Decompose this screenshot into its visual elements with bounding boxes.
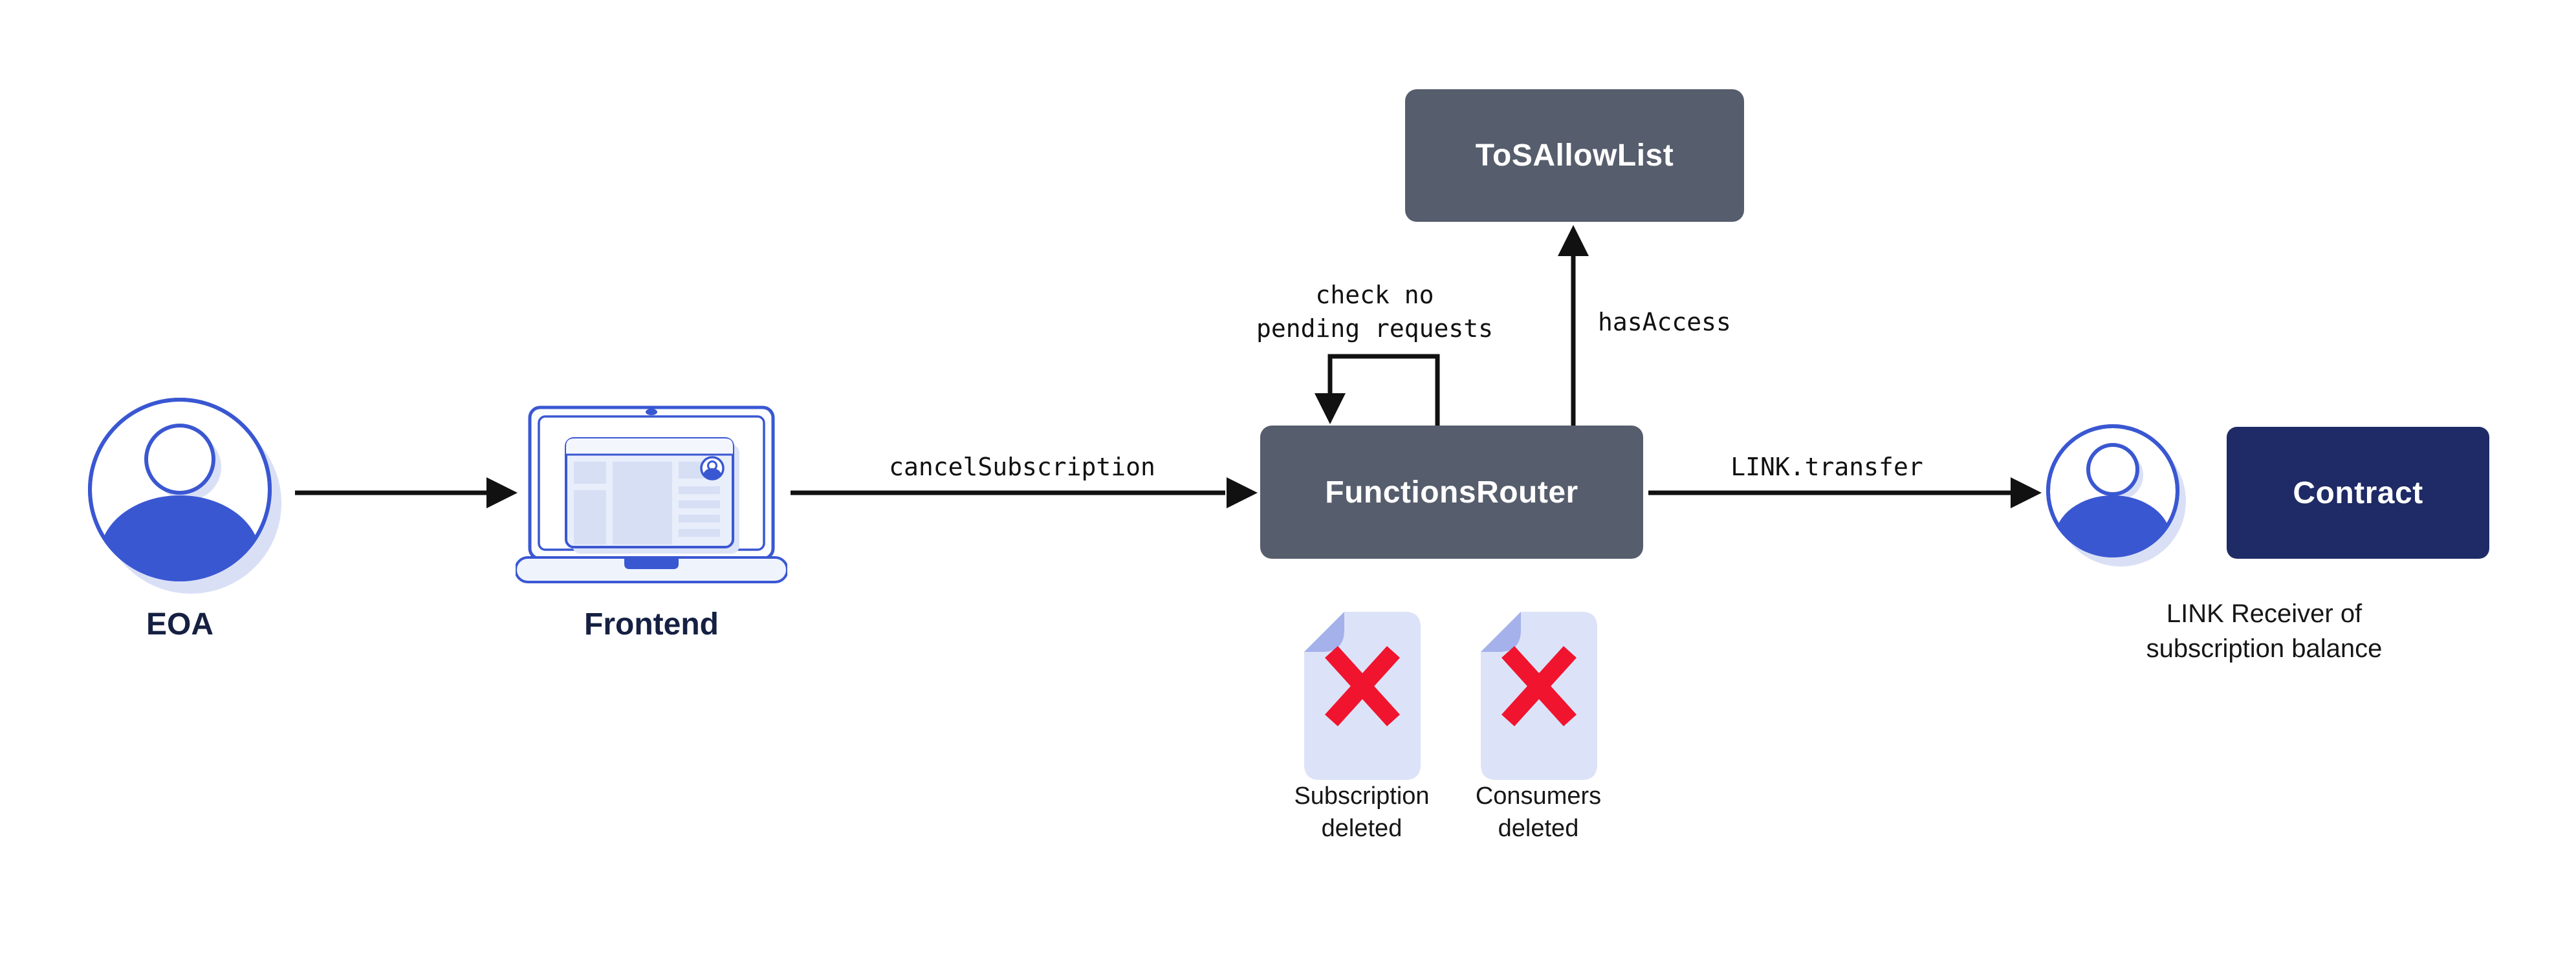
browser-content-blocks [574, 462, 720, 545]
arrowhead-router-to-tos [1558, 225, 1589, 256]
edge-label-self-loop: check no pending requests [1213, 278, 1536, 345]
consumers-deleted-line1: Consumers [1475, 783, 1602, 810]
contract-node: Contract [2227, 427, 2489, 559]
person-icon [2046, 424, 2186, 567]
tos-allow-list-label: ToSAllowList [1475, 138, 1674, 173]
edge-label-link-transfer: LINK.transfer [1730, 453, 1923, 481]
document-fold [1304, 612, 1344, 652]
arrowhead-router-to-receiver [2011, 477, 2042, 508]
eoa-label: EOA [146, 607, 213, 642]
arrowhead-router-self-loop [1315, 393, 1346, 424]
subscription-deleted-line2: deleted [1321, 815, 1403, 842]
subscription-deleted-line1: Subscription [1294, 783, 1430, 810]
person-head [144, 424, 215, 495]
browser-topbar [566, 438, 733, 454]
arrow-router-self-loop [1327, 354, 1440, 426]
person-shoulders [2055, 495, 2171, 556]
red-x-icon [1324, 645, 1401, 727]
link-receiver-caption-line2: subscription balance [2146, 634, 2383, 663]
deleted-document-icon [1481, 612, 1597, 780]
person-head [2086, 443, 2139, 496]
laptop-notch [624, 557, 679, 569]
self-loop-label-line2: pending requests [1256, 314, 1494, 343]
frontend-label: Frontend [584, 607, 719, 642]
contract-label: Contract [2293, 475, 2423, 510]
self-loop-label-line1: check no [1315, 281, 1434, 309]
document-fold [1481, 612, 1521, 652]
link-receiver-caption: LINK Receiver of subscription balance [2070, 596, 2458, 666]
link-receiver-caption-line1: LINK Receiver of [2166, 599, 2363, 628]
person-icon [88, 398, 281, 594]
deleted-document-icon [1304, 612, 1421, 780]
person-shoulders [100, 495, 260, 579]
red-x-icon [1501, 645, 1577, 727]
webcam-dot-icon [646, 409, 657, 415]
arrowhead-frontend-to-router [1227, 477, 1258, 508]
subscription-deleted-caption: Subscription deleted [1265, 780, 1459, 845]
functions-router-label: FunctionsRouter [1325, 475, 1578, 510]
consumers-deleted-line2: deleted [1498, 815, 1579, 842]
consumers-deleted-caption: Consumers deleted [1441, 780, 1635, 845]
tos-allow-list-node: ToSAllowList [1405, 89, 1744, 222]
arrow-heads [486, 225, 2042, 508]
avatar-icon [700, 456, 725, 481]
edge-label-has-access: hasAccess [1598, 308, 1731, 336]
laptop-icon [516, 405, 787, 583]
arrow-lines [295, 256, 2011, 495]
edge-label-cancel-subscription: cancelSubscription [889, 453, 1155, 481]
functions-router-node: FunctionsRouter [1260, 426, 1643, 559]
arrowhead-eoa-to-frontend [486, 477, 518, 508]
